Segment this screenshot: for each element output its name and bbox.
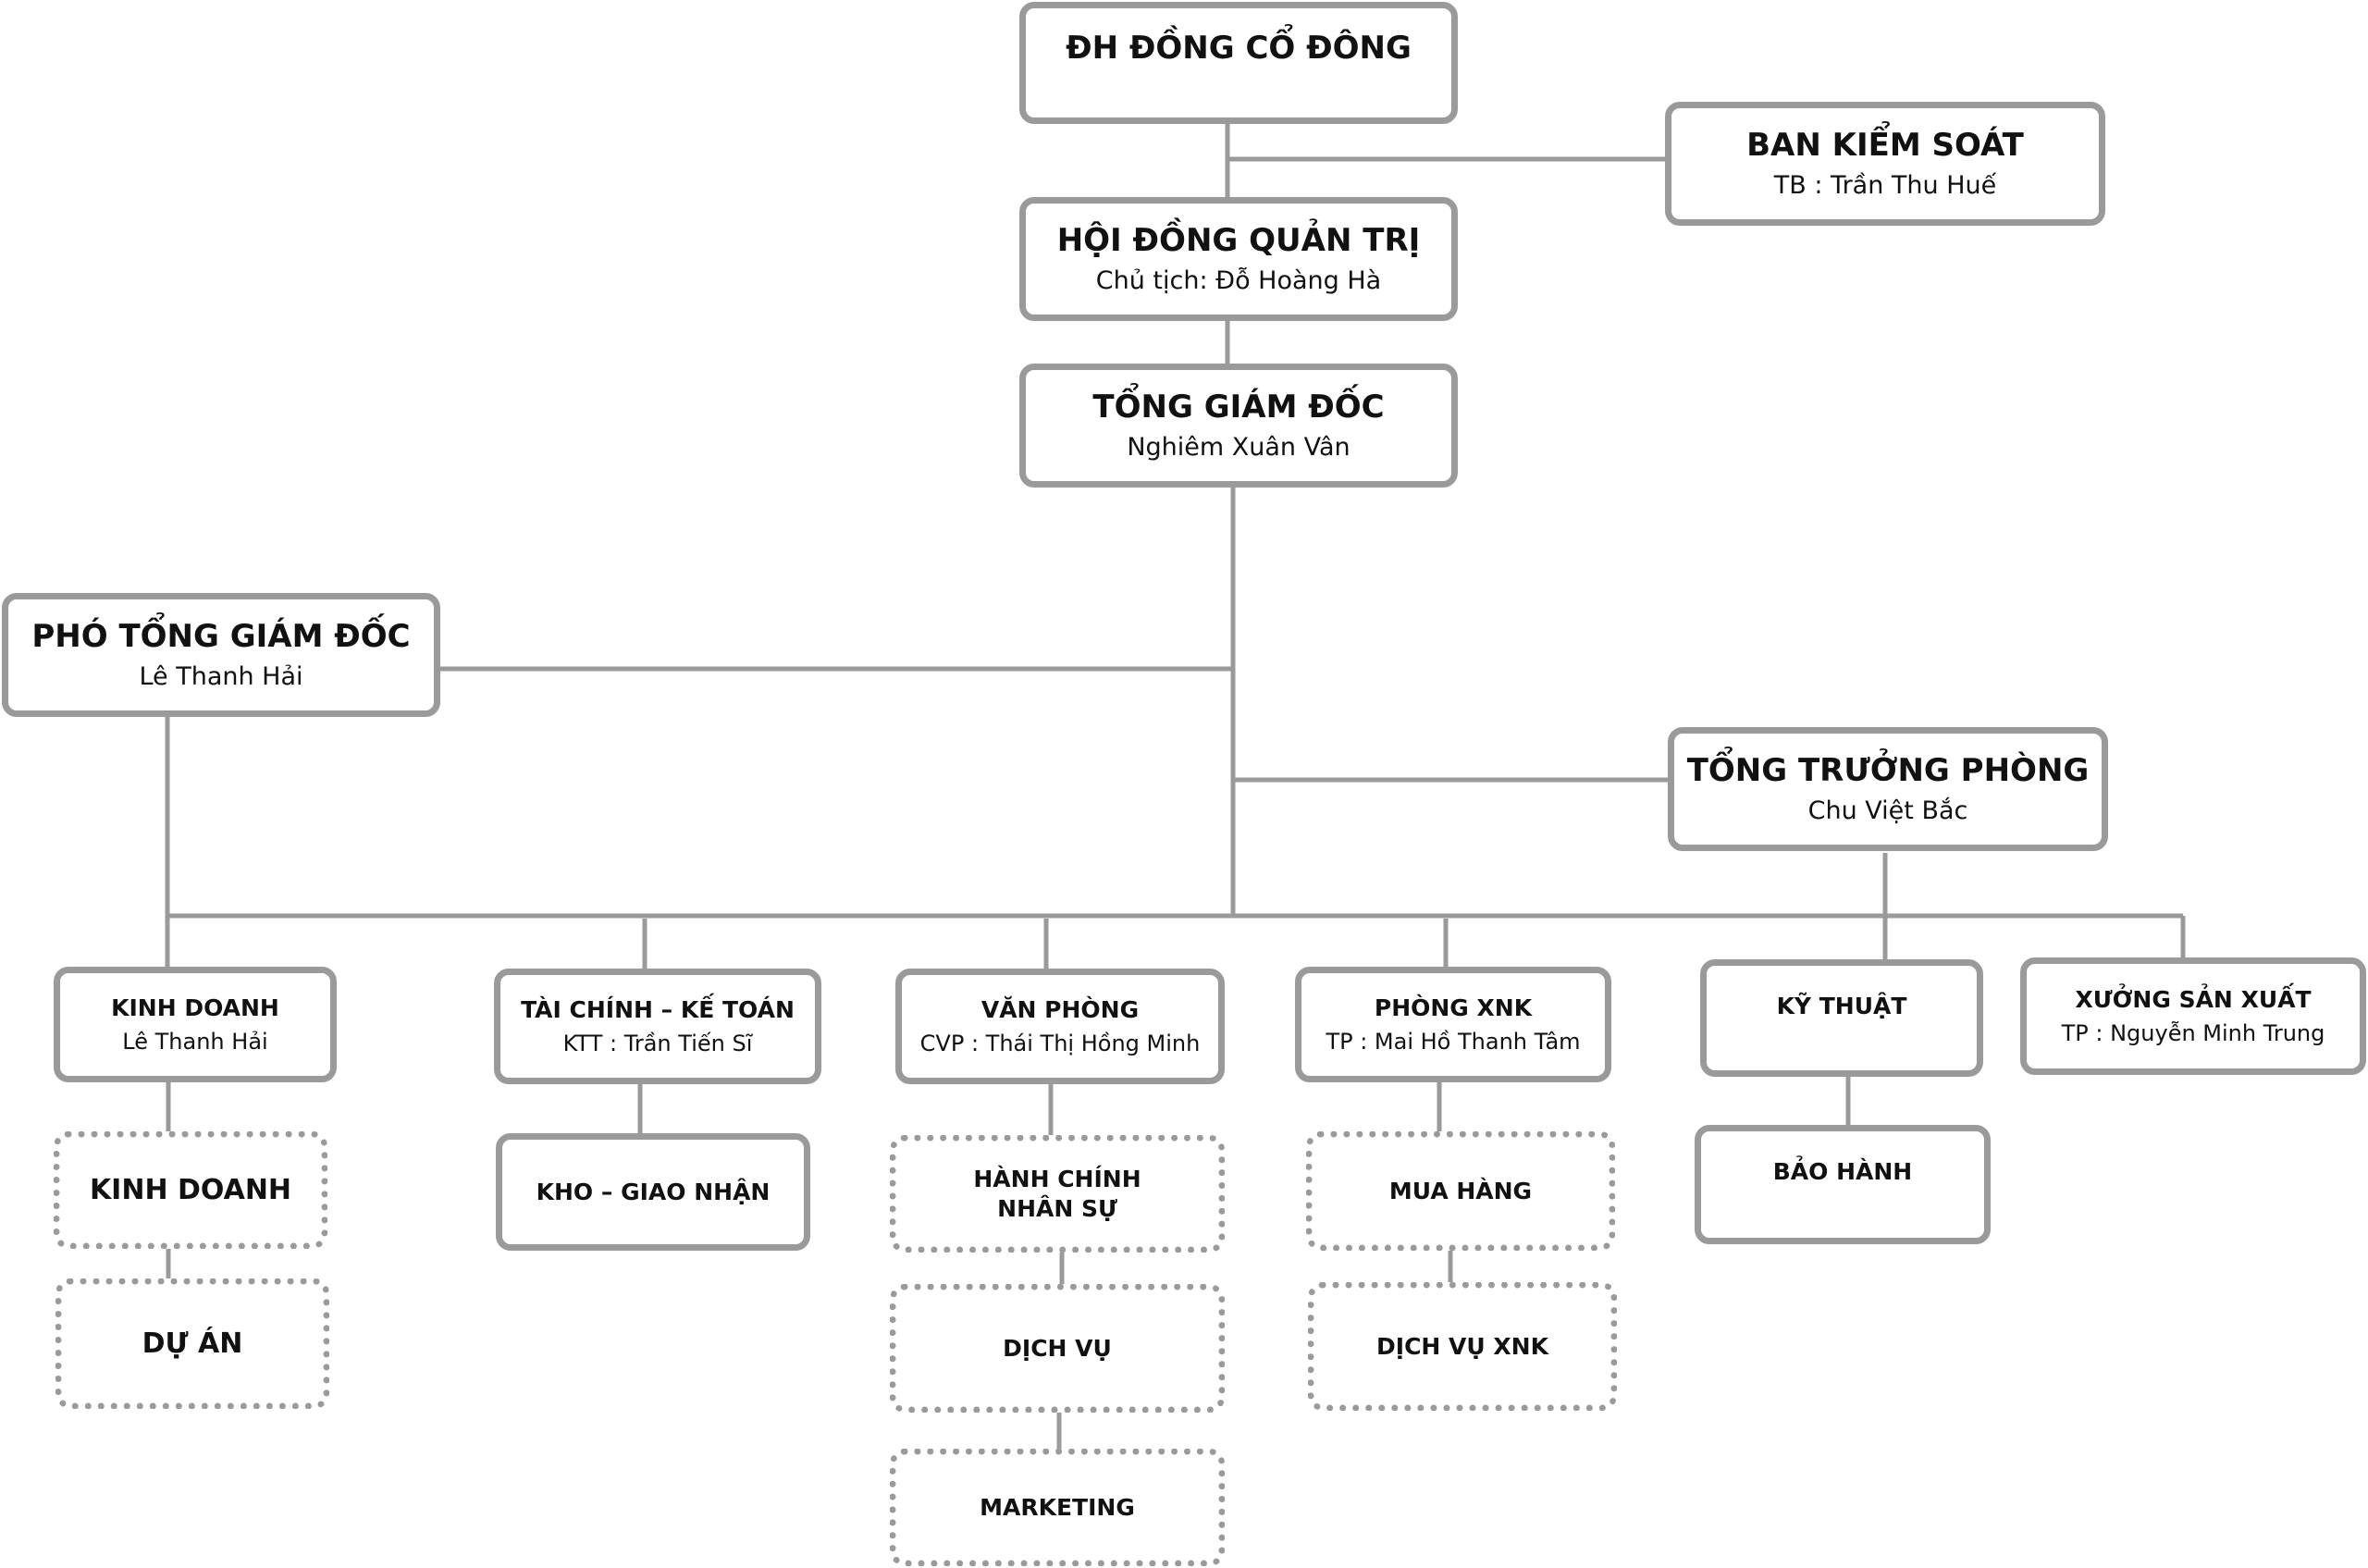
board-title: HỘI ĐỒNG QUẢN TRỊ xyxy=(1056,221,1421,259)
unit-xnk-services-box: DỊCH VỤ XNK xyxy=(1308,1282,1617,1411)
unit-warranty-label: BẢO HÀNH xyxy=(1772,1158,1913,1185)
deputy-ceo-title: PHÓ TỔNG GIÁM ĐỐC xyxy=(31,617,411,655)
dept-office-box: VĂN PHÒNG CVP : Thái Thị Hồng Minh xyxy=(895,969,1225,1084)
dept-finance-box: TÀI CHÍNH – KẾ TOÁN KTT : Trần Tiến Sĩ xyxy=(494,969,821,1084)
unit-marketing-box: MARKETING xyxy=(890,1449,1225,1566)
dept-factory-title: XƯỞNG SẢN XUẤT xyxy=(2075,985,2312,1013)
dept-xnk-box: PHÒNG XNK TP : Mai Hồ Thanh Tâm xyxy=(1295,967,1611,1082)
unit-warehouse-label: KHO – GIAO NHẬN xyxy=(536,1178,771,1205)
dept-sales-person: Lê Thanh Hải xyxy=(122,1029,268,1056)
dept-technical-title: KỸ THUẬT xyxy=(1776,993,1907,1019)
dept-factory-box: XƯỞNG SẢN XUẤT TP : Nguyễn Minh Trung xyxy=(2020,957,2366,1075)
unit-warranty-box: BẢO HÀNH xyxy=(1695,1125,1991,1244)
chief-head-box: TỔNG TRƯỞNG PHÒNG Chu Việt Bắc xyxy=(1668,727,2108,851)
unit-projects-label: DỰ ÁN xyxy=(142,1327,243,1360)
deputy-ceo-person: Lê Thanh Hải xyxy=(139,662,303,692)
dept-factory-person: TP : Nguyễn Minh Trung xyxy=(2061,1020,2325,1047)
unit-services-box: DỊCH VỤ xyxy=(890,1284,1225,1413)
supervisory-person: TB : Trần Thu Huế xyxy=(1773,171,1997,201)
dept-office-person: CVP : Thái Thị Hồng Minh xyxy=(919,1031,1201,1057)
unit-sales-box: KINH DOANH xyxy=(54,1131,327,1249)
unit-hr-box: HÀNH CHÍNH NHÂN SỰ xyxy=(890,1135,1225,1253)
supervisory-title: BAN KIỂM SOÁT xyxy=(1746,126,2024,164)
unit-warehouse-box: KHO – GIAO NHẬN xyxy=(496,1133,810,1251)
dept-xnk-person: TP : Mai Hồ Thanh Tâm xyxy=(1326,1029,1581,1056)
ceo-title: TỔNG GIÁM ĐỐC xyxy=(1092,388,1385,426)
chief-head-person: Chu Việt Bắc xyxy=(1807,796,1968,826)
supervisory-box: BAN KIỂM SOÁT TB : Trần Thu Huế xyxy=(1665,102,2105,226)
chief-head-title: TỔNG TRƯỞNG PHÒNG xyxy=(1686,751,2090,789)
unit-xnk-services-label: DỊCH VỤ XNK xyxy=(1376,1332,1548,1360)
unit-sales-label: KINH DOANH xyxy=(89,1173,292,1206)
dept-finance-person: KTT : Trần Tiến Sĩ xyxy=(562,1031,753,1057)
unit-marketing-label: MARKETING xyxy=(980,1493,1135,1521)
ceo-box: TỔNG GIÁM ĐỐC Nghiêm Xuân Vân xyxy=(1019,364,1458,488)
dept-sales-box: KINH DOANH Lê Thanh Hải xyxy=(54,967,337,1082)
shareholders-box: ĐH ĐỒNG CỔ ĐÔNG xyxy=(1019,2,1458,124)
shareholders-title: ĐH ĐỒNG CỔ ĐÔNG xyxy=(1066,30,1412,67)
board-person: Chủ tịch: Đỗ Hoàng Hà xyxy=(1095,266,1382,296)
unit-purchasing-box: MUA HÀNG xyxy=(1306,1131,1615,1251)
deputy-ceo-box: PHÓ TỔNG GIÁM ĐỐC Lê Thanh Hải xyxy=(2,593,440,717)
dept-technical-box: KỸ THUẬT xyxy=(1700,959,1983,1077)
unit-hr-label: HÀNH CHÍNH NHÂN SỰ xyxy=(973,1166,1141,1222)
unit-services-label: DỊCH VỤ xyxy=(1003,1334,1112,1362)
dept-office-title: VĂN PHÒNG xyxy=(980,995,1140,1023)
unit-projects-box: DỰ ÁN xyxy=(56,1278,329,1409)
dept-finance-title: TÀI CHÍNH – KẾ TOÁN xyxy=(521,995,795,1023)
dept-sales-title: KINH DOANH xyxy=(111,994,279,1021)
ceo-person: Nghiêm Xuân Vân xyxy=(1127,433,1350,463)
board-box: HỘI ĐỒNG QUẢN TRỊ Chủ tịch: Đỗ Hoàng Hà xyxy=(1019,197,1458,321)
unit-purchasing-label: MUA HÀNG xyxy=(1388,1177,1533,1204)
dept-xnk-title: PHÒNG XNK xyxy=(1374,994,1533,1021)
